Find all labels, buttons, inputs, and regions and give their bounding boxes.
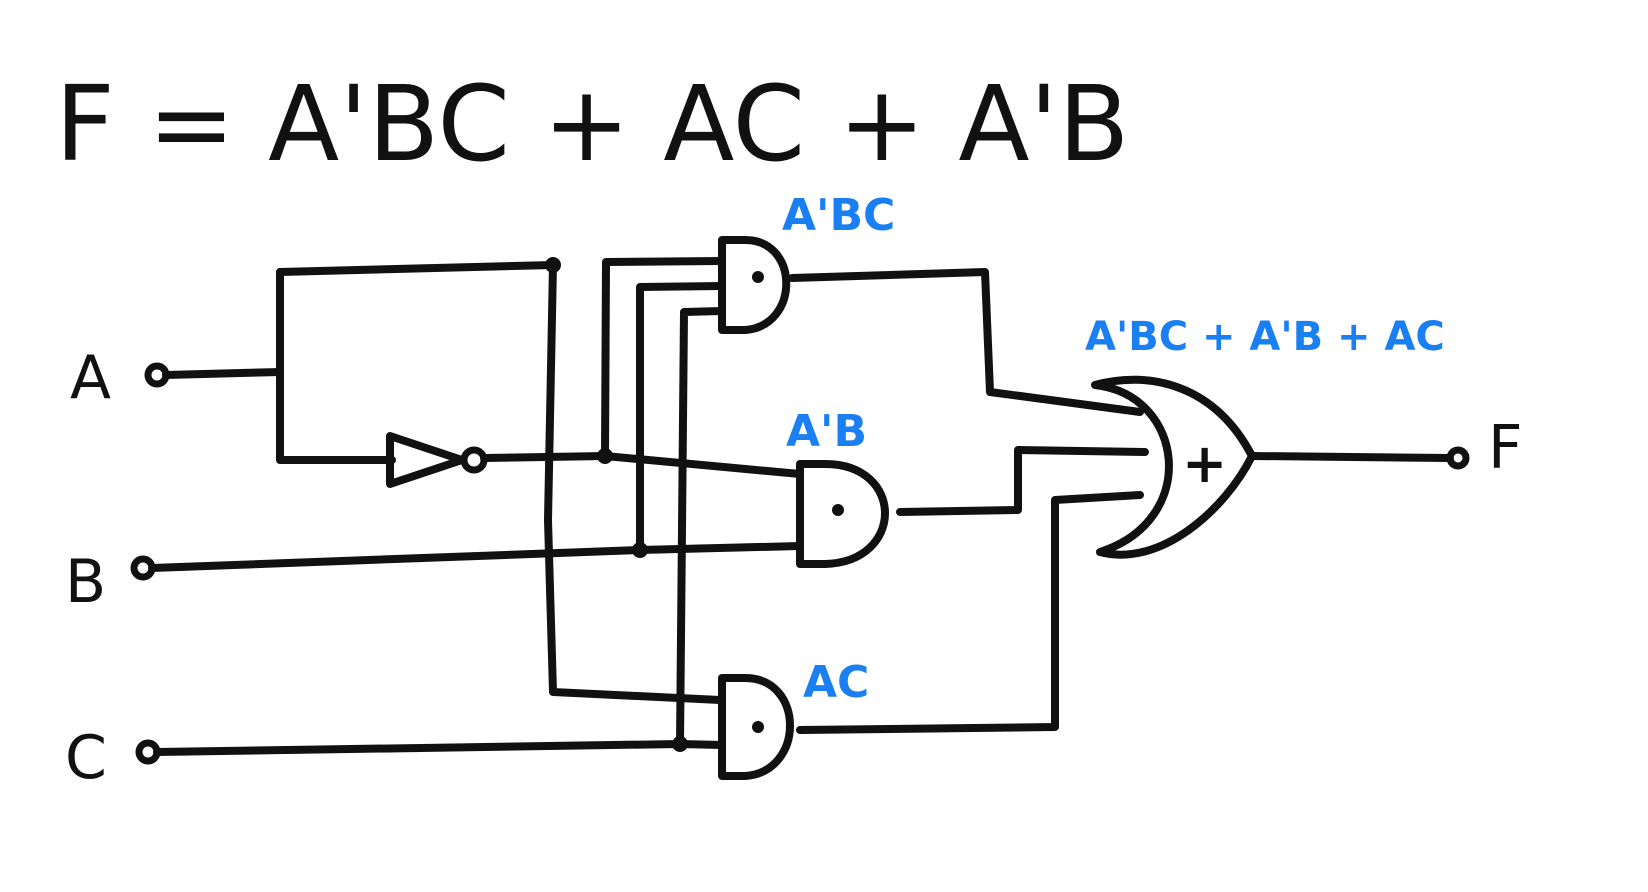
wire-a-top (276, 261, 557, 276)
wire-a-vertical (544, 261, 724, 704)
and-gate-middle-dot (832, 504, 844, 516)
and-gate-bottom-dot (752, 721, 764, 733)
junction-dot-c (672, 736, 688, 752)
wire-a-input (162, 368, 284, 379)
and-gate-top-annotation: A'BC (782, 190, 895, 241)
wire-or-output (1248, 452, 1454, 462)
wire-and-top-output (788, 268, 1144, 416)
and-gate-top (718, 236, 791, 334)
wire-and-bottom-output (796, 491, 1144, 734)
and-gate-bottom (718, 674, 794, 780)
or-gate (1091, 375, 1256, 559)
wire-c-up (676, 307, 726, 748)
or-gate-annotation: A'BC + A'B + AC (1085, 314, 1445, 360)
or-gate-plus-symbol: + (1182, 432, 1227, 495)
wire-and-middle-output (896, 446, 1149, 516)
not-gate (386, 432, 466, 488)
output-label-f: F (1488, 413, 1523, 483)
input-label-b: B (65, 547, 106, 617)
and-gate-middle (796, 460, 889, 568)
wire-b-up (636, 282, 726, 554)
wire-b-input (148, 542, 804, 572)
junction-dot-a (545, 257, 561, 273)
junction-dot-a-not (597, 448, 613, 464)
input-label-a: A (70, 343, 111, 413)
wire-a-not-up (601, 257, 726, 460)
and-gate-middle-annotation: A'B (786, 406, 867, 457)
boolean-equation: F = A'BC + AC + A'B (55, 63, 1129, 185)
and-gate-bottom-annotation: AC (803, 657, 869, 708)
wire-a-branch (276, 268, 396, 464)
junction-dot-b (632, 542, 648, 558)
input-label-c: C (65, 723, 107, 793)
and-gate-top-dot (752, 271, 764, 283)
wire-c-input (153, 740, 726, 756)
